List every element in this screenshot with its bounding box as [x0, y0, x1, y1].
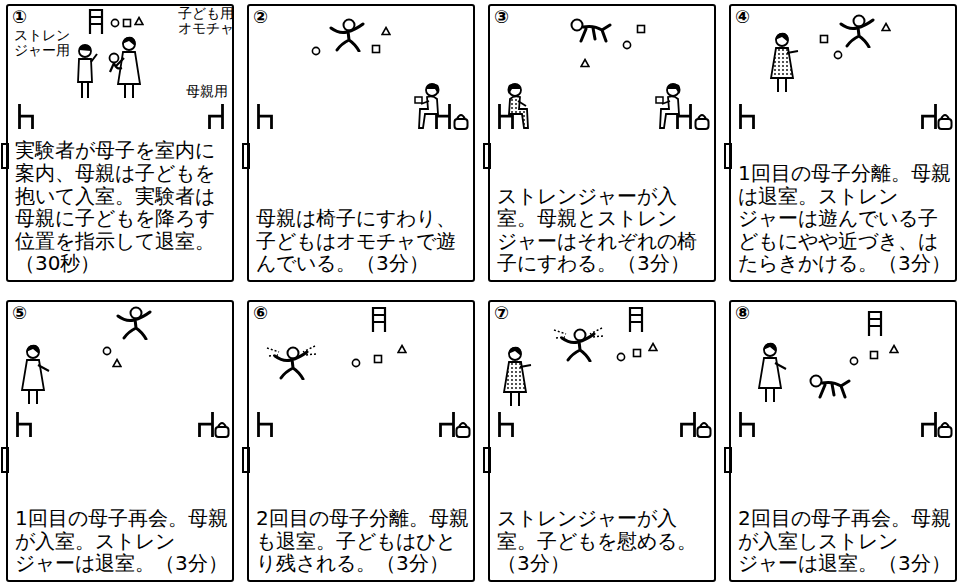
- toy-circle: [103, 347, 110, 354]
- crying-child: [554, 328, 603, 361]
- chair: [259, 412, 272, 437]
- stranger-figure: [508, 84, 529, 128]
- step-number: ⑤: [12, 303, 27, 324]
- toy-circle: [352, 359, 359, 366]
- bag: [216, 423, 229, 437]
- mother-figure: [22, 345, 49, 404]
- scene-panel: ⑦ ストレンジャーが入室。子どもを慰める。（3分）: [488, 300, 716, 582]
- chair: [259, 104, 272, 129]
- step-number: ①: [12, 7, 27, 28]
- scene-3: [500, 20, 709, 130]
- child-figure: [118, 308, 150, 340]
- step-number: ⑦: [494, 303, 509, 324]
- chair: [210, 104, 223, 129]
- step-caption: 実験者が母子を室内に案内、母親は子どもを抱いて入室。実験者は母親に子どもを降ろす…: [15, 139, 229, 275]
- area-label: ストレンジャー用: [14, 28, 74, 59]
- scene-7: [500, 308, 711, 437]
- bag: [696, 115, 709, 129]
- toy-square: [124, 20, 131, 27]
- toy-square: [375, 356, 382, 363]
- step-caption: 2回目の母子再会。母親が入室しストレンジャーは退室。（3分）: [738, 507, 952, 575]
- toy-stand: [90, 10, 102, 34]
- chair: [500, 412, 513, 437]
- bag: [939, 115, 952, 129]
- step-caption: 2回目の母子分離。母親も退室。子どもはひとり残される。（3分）: [256, 507, 470, 575]
- chair: [741, 104, 754, 129]
- chair: [200, 412, 213, 437]
- toy-square: [638, 26, 645, 33]
- toy-triangle: [382, 28, 390, 35]
- step-number: ③: [494, 7, 509, 28]
- toy-square: [634, 350, 641, 357]
- toy-circle: [850, 357, 857, 364]
- mother-figure: [656, 84, 681, 128]
- chair: [682, 412, 695, 437]
- step-caption: ストレンジャーが入室。母親とストレンジャーはそれぞれの椅子にすわる。（3分）: [497, 185, 711, 275]
- bag: [455, 115, 468, 129]
- scene-panel: ③ ストレンジャーが入室。母親とストレンジャーはそれぞれの椅子にすわる。（3分）: [488, 4, 716, 282]
- scene-panel: ② 母親は椅子にすわり、子どもはオモチャで遊んでいる。（3分）: [247, 4, 475, 282]
- scene-4: [741, 16, 952, 130]
- toy-triangle: [882, 24, 890, 31]
- mother-figure: [415, 84, 440, 128]
- stranger-figure: [504, 347, 531, 406]
- scene-panel: ⑤ 1回目の母子再会。母親が入室。ストレンジャーは退室。（3分）: [6, 300, 234, 582]
- chair: [923, 412, 936, 437]
- toy-square: [373, 46, 380, 53]
- stranger-figure: [771, 33, 798, 92]
- mother-figure: [759, 343, 786, 402]
- chair: [441, 412, 454, 437]
- area-label: 母親用: [186, 84, 236, 99]
- scene-5: [18, 308, 229, 438]
- scene-2: [259, 20, 468, 130]
- scene-panel: ④ 1回目の母子分離。母親は退室。ストレンジャーは遊んでいる子どもにやや近づき、は…: [729, 4, 957, 282]
- step-number: ②: [253, 7, 268, 28]
- crying-child: [267, 346, 316, 379]
- mother-with-child: [110, 37, 141, 98]
- step-number: ⑥: [253, 303, 268, 324]
- toy-triangle: [398, 346, 406, 353]
- toy-triangle: [581, 60, 589, 67]
- toy-stand: [869, 312, 881, 336]
- chair: [20, 104, 33, 129]
- step-number: ⑧: [735, 303, 750, 324]
- scene-panel: ⑧ 2回目の母子再会。母親が入室しストレンジャーは退室。（3分）: [729, 300, 957, 582]
- bag: [939, 423, 952, 437]
- bag: [457, 423, 470, 437]
- step-caption: 母親は椅子にすわり、子どもはオモチャで遊んでいる。（3分）: [256, 207, 470, 275]
- toy-stand: [373, 308, 385, 332]
- toy-square: [821, 36, 828, 43]
- toy-stand: [630, 308, 642, 332]
- child-figure: [331, 20, 363, 52]
- toy-circle: [617, 353, 624, 360]
- step-caption: ストレンジャーが入室。子どもを慰める。（3分）: [497, 507, 711, 575]
- scene-6: [259, 308, 470, 437]
- step-caption: 1回目の母子分離。母親は退室。ストレンジャーは遊んでいる子どもにやや近づき、はた…: [738, 162, 952, 275]
- step-caption: 1回目の母子再会。母親が入室。ストレンジャーは退室。（3分）: [15, 507, 229, 575]
- area-label: 子ども用オモチャ: [178, 6, 240, 37]
- chair: [923, 104, 936, 129]
- step-number: ④: [735, 7, 750, 28]
- scene-8: [741, 312, 952, 437]
- child-figure: [811, 376, 850, 398]
- chair: [18, 412, 31, 437]
- child-figure: [572, 20, 611, 42]
- child-figure: [841, 16, 873, 48]
- experimenter-figure: [78, 45, 97, 98]
- toy-circle: [623, 41, 630, 48]
- toy-circle: [111, 19, 118, 26]
- toy-triangle: [649, 344, 657, 351]
- chair: [741, 412, 754, 437]
- toy-circle: [312, 47, 319, 54]
- scene-panel: ⑥ 2回目の母子分離。母親も退室。子どもはひとり残される。（3分）: [247, 300, 475, 582]
- toy-circle: [834, 51, 841, 58]
- bag: [698, 423, 711, 437]
- toy-triangle: [135, 18, 143, 25]
- toy-triangle: [890, 346, 898, 353]
- toy-square: [871, 352, 878, 359]
- toy-triangle: [113, 360, 121, 367]
